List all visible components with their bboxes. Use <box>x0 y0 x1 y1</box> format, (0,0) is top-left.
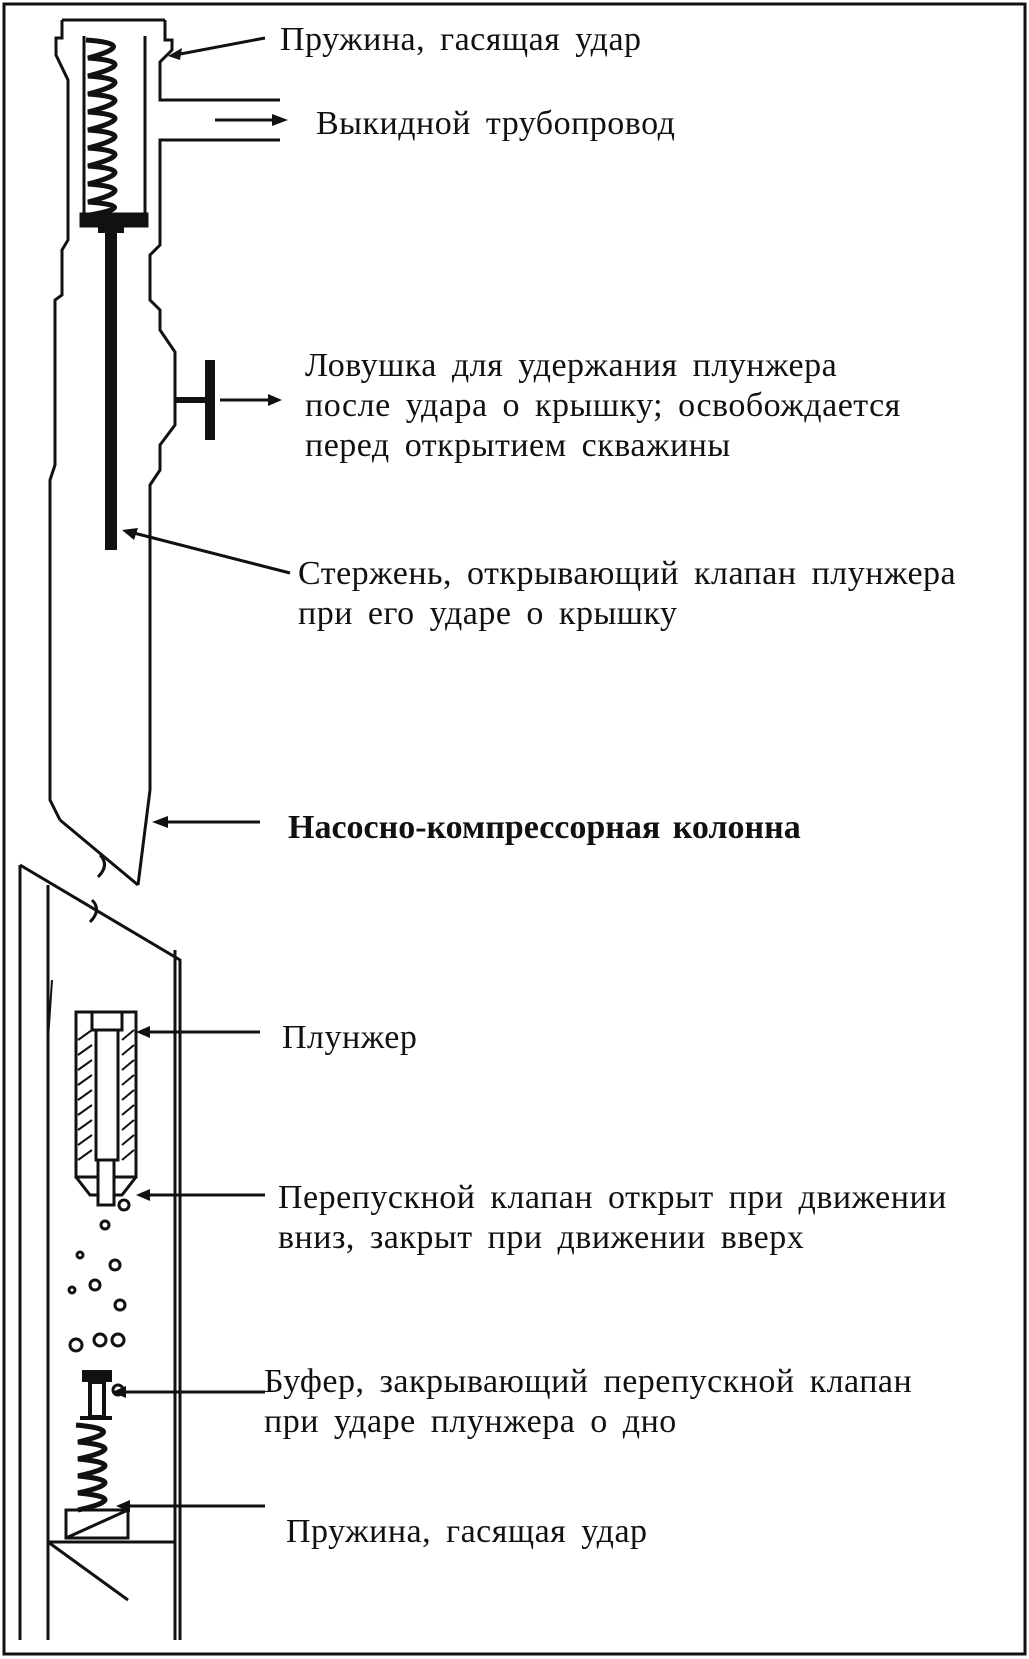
label-rod-line2: при его ударе о крышку <box>298 595 678 632</box>
label-catcher-line3: перед открытием скважины <box>305 427 731 464</box>
label-catcher-line2: после удара о крышку; освобождается <box>305 387 901 424</box>
label-tubing: Насосно-компрессорная колонна <box>288 809 801 846</box>
lubricator-body <box>48 18 280 887</box>
label-bumper-line1: Буфер, закрывающий перепускной клапан <box>264 1363 913 1400</box>
liquid-bubbles <box>67 1198 131 1397</box>
leader-lines <box>112 36 291 1512</box>
bumper <box>80 1370 112 1420</box>
label-bottom-spring: Пружина, гасящая удар <box>286 1513 648 1550</box>
bottom-spring-coil <box>47 1422 175 1602</box>
label-bumper-line2: при ударе плунжера о дно <box>264 1403 677 1440</box>
label-rod-line1: Стержень, открывающий клапан плунжера <box>298 555 957 592</box>
label-catcher-line1: Ловушка для удержания плунжера <box>305 347 838 384</box>
top-spring-coil <box>79 36 149 228</box>
striker-rod <box>98 225 124 550</box>
label-bypass-line2: вниз, закрыт при движении вверх <box>278 1219 805 1256</box>
plunger-body <box>74 1010 138 1207</box>
label-bypass-line1: Перепускной клапан открыт при движении <box>278 1179 947 1216</box>
label-flowline: Выкидной трубопровод <box>316 105 676 142</box>
lower-tubing <box>18 853 182 1640</box>
catcher-handle <box>175 360 215 440</box>
label-top-spring: Пружина, гасящая удар <box>280 21 642 58</box>
label-plunger: Плунжер <box>282 1019 418 1056</box>
